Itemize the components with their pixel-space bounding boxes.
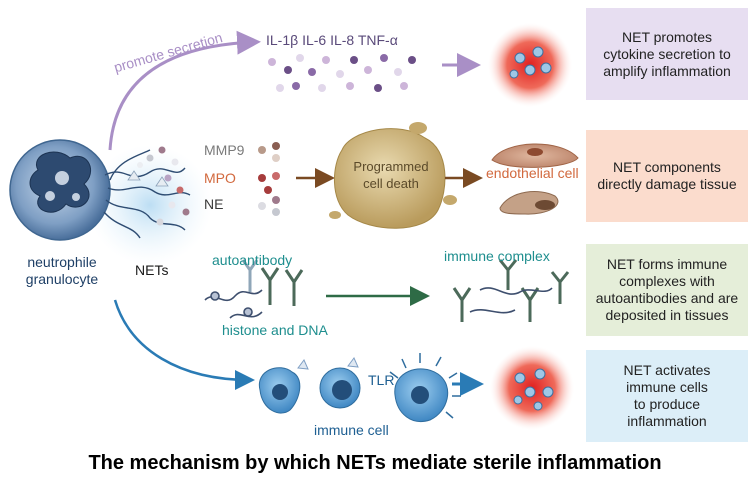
box-cytokine-line3: amplify inflammation <box>603 62 731 79</box>
box-activate-line1: NET activates <box>623 362 711 378</box>
box-activate-line2: immune cells <box>626 379 708 395</box>
cytokine-dots <box>268 54 416 92</box>
immune-complex-label: immune complex <box>444 248 550 264</box>
mmp9-label: MMP9 <box>204 142 245 158</box>
box-cytokine-line2: cytokine secretion to <box>603 45 731 62</box>
endothelial-nucleus <box>527 148 543 156</box>
neutrophil-label-line2: granulocyte <box>25 271 99 287</box>
programmed-death-label: Programmed cell death <box>346 158 436 192</box>
programmed-death-cell <box>333 128 446 229</box>
enzyme-dots <box>258 142 280 216</box>
damaged-fragment <box>535 200 555 210</box>
arrow-to-immune-cells <box>113 299 255 390</box>
mpo-label: MPO <box>204 170 236 186</box>
figure-caption: The mechanism by which NETs mediate ster… <box>88 452 662 474</box>
death-fragment <box>329 211 341 219</box>
box-damage-line1: NET components <box>613 159 721 175</box>
death-fragment <box>409 122 427 134</box>
ne-label: NE <box>204 196 224 212</box>
box-complex-line4: deposited in tissues <box>605 307 729 323</box>
inflammation-blob-2 <box>490 346 574 430</box>
neutrophil-cell <box>9 139 111 241</box>
box-cytokine: NET promotes cytokine secretion to ampli… <box>586 8 748 100</box>
box-complex-line1: NET forms immune <box>606 256 728 272</box>
tlr-label: TLR <box>368 372 395 388</box>
programmed-death-line1: Programmed <box>353 159 429 174</box>
box-complex-bg <box>586 244 748 336</box>
immune-cell-label: immune cell <box>314 422 389 438</box>
programmed-death-line2: cell death <box>363 176 419 191</box>
box-complex-line2: complexes with <box>619 273 715 289</box>
box-cytokine-line1: NET promotes <box>622 28 712 45</box>
box-damage-line2: directly damage tissue <box>597 176 737 192</box>
histone-dna-label: histone and DNA <box>222 322 328 338</box>
autoantibody-shapes <box>241 259 304 306</box>
box-damage-bg <box>586 130 748 222</box>
histone-dna <box>204 289 263 319</box>
box-activate: NET activates immune cells to produce in… <box>586 350 748 442</box>
neutrophil-label: neutrophile granulocyte <box>8 254 116 288</box>
death-fragment <box>443 195 457 205</box>
cytokines-label: IL-1β IL-6 IL-8 TNF-α <box>266 32 398 48</box>
box-activate-bg <box>586 350 748 442</box>
box-cytokine-bg <box>586 8 748 100</box>
immune-cells <box>258 353 461 422</box>
box-complex-line3: autoantibodies and are <box>595 290 739 306</box>
promote-secretion-arrow <box>108 30 261 151</box>
inflammation-blob-1 <box>488 23 572 107</box>
box-activate-line4: inflammation <box>627 413 707 429</box>
nets-label: NETs <box>135 262 169 278</box>
autoantibody-label: autoantibody <box>212 252 293 268</box>
endothelial-label: endothelial cell <box>486 165 579 181</box>
box-complex: NET forms immune complexes with autoanti… <box>586 244 748 336</box>
box-damage: NET components directly damage tissue <box>586 130 748 222</box>
immune-complex-shapes <box>452 259 570 322</box>
nets-glow <box>88 145 212 265</box>
neutrophil-label-line1: neutrophile <box>27 254 97 270</box>
net-granules <box>127 146 190 226</box>
box-activate-line3: to produce <box>633 396 701 412</box>
